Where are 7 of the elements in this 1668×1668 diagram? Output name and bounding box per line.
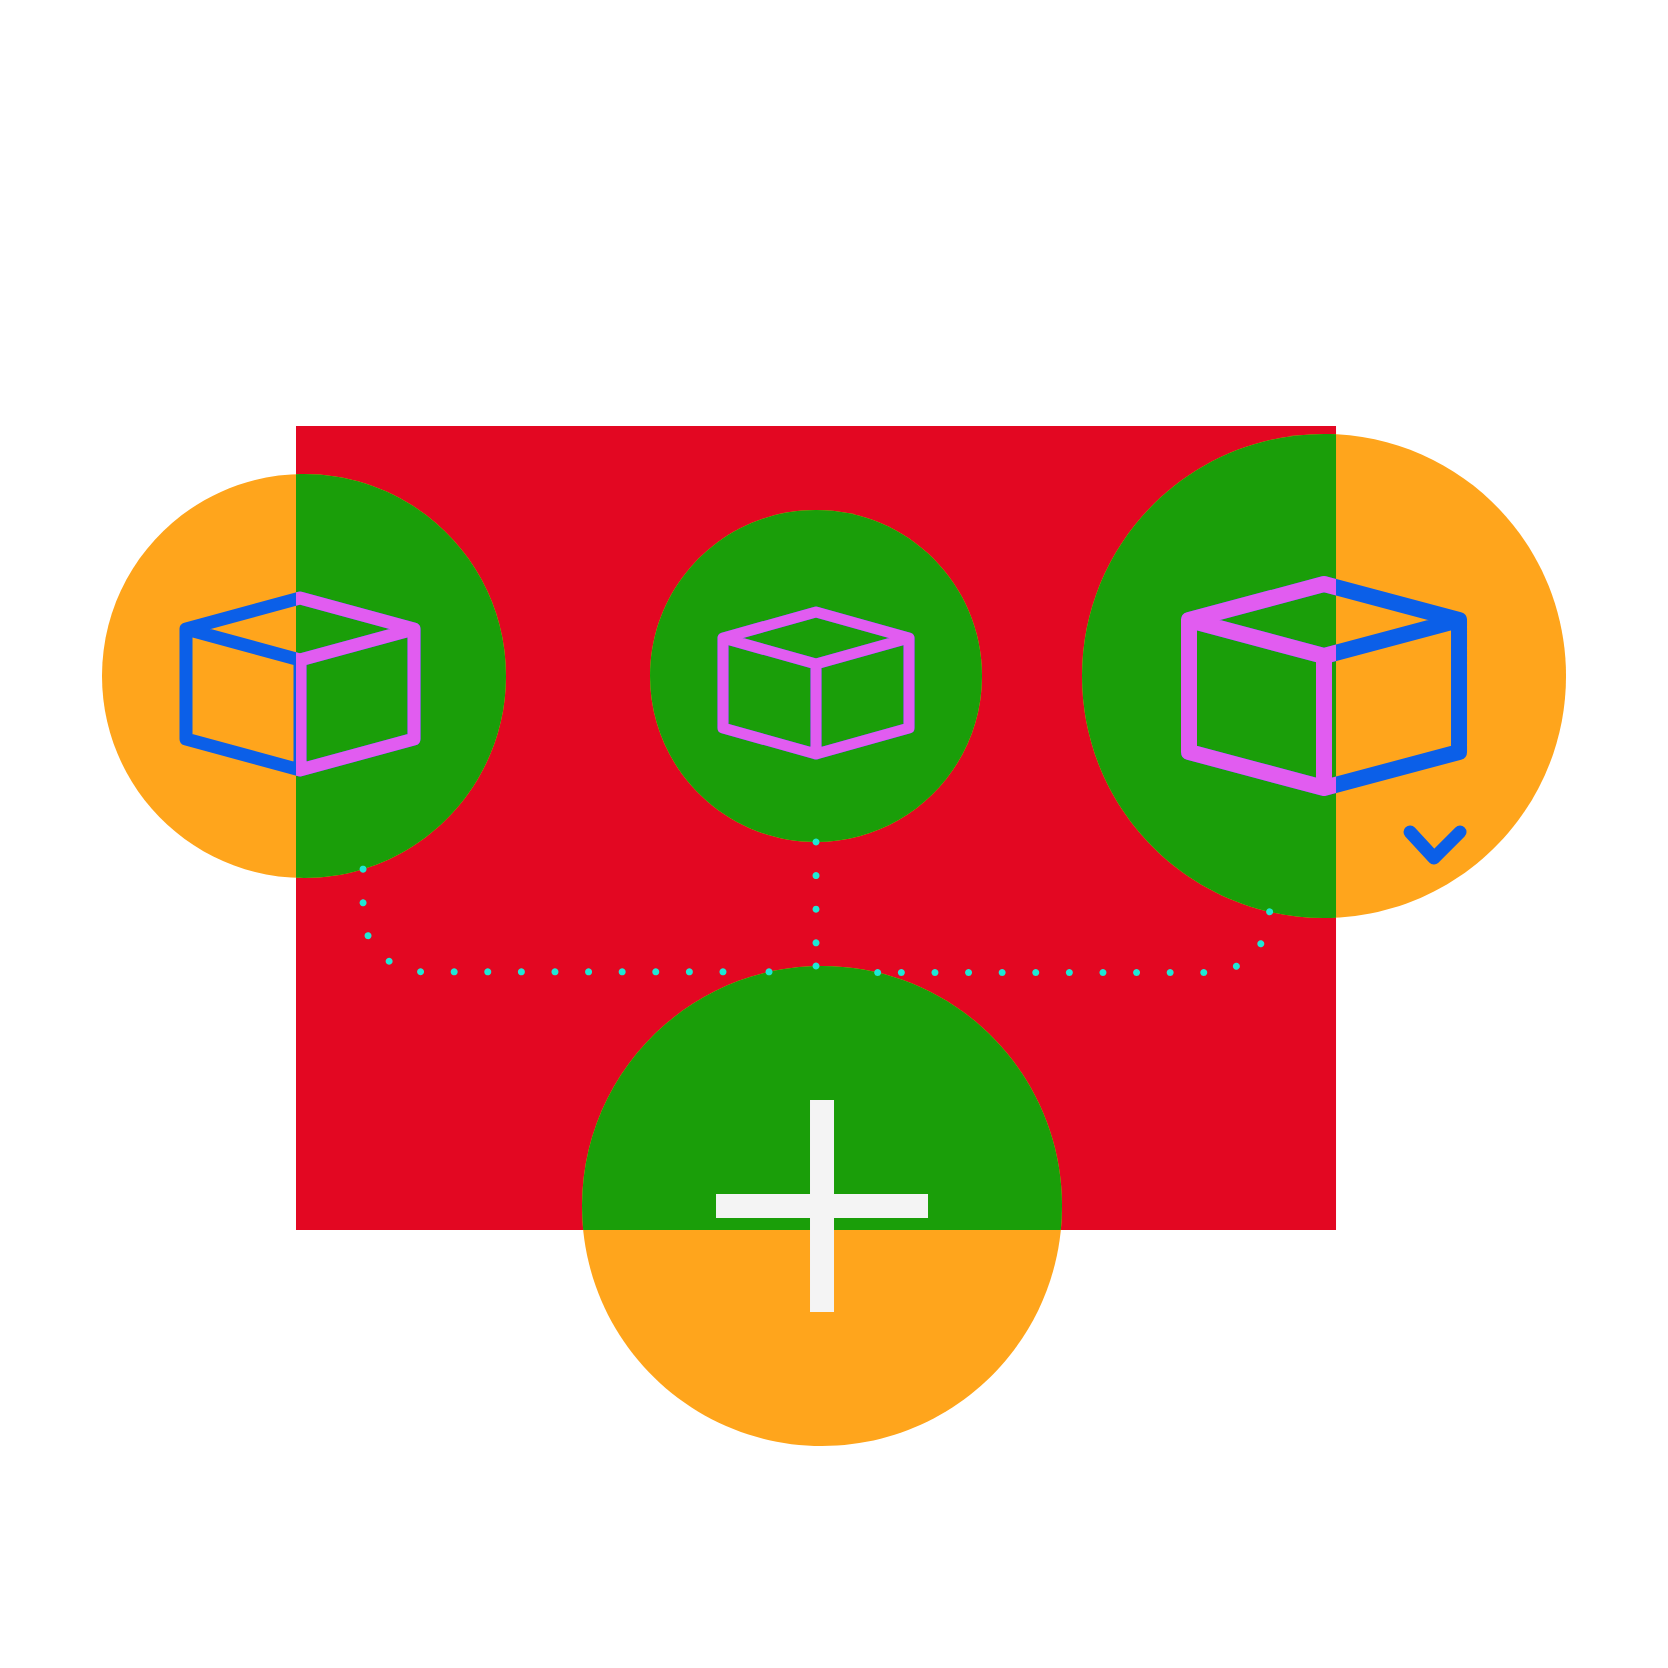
- dotted-connector: [812, 838, 820, 970]
- circle-node: [1082, 434, 1567, 918]
- circle-node: [650, 510, 982, 842]
- dotted-connector: [359, 865, 773, 976]
- dotted-connector: [874, 908, 1274, 977]
- circle-node: [582, 966, 1062, 1446]
- circle-node: [102, 474, 506, 878]
